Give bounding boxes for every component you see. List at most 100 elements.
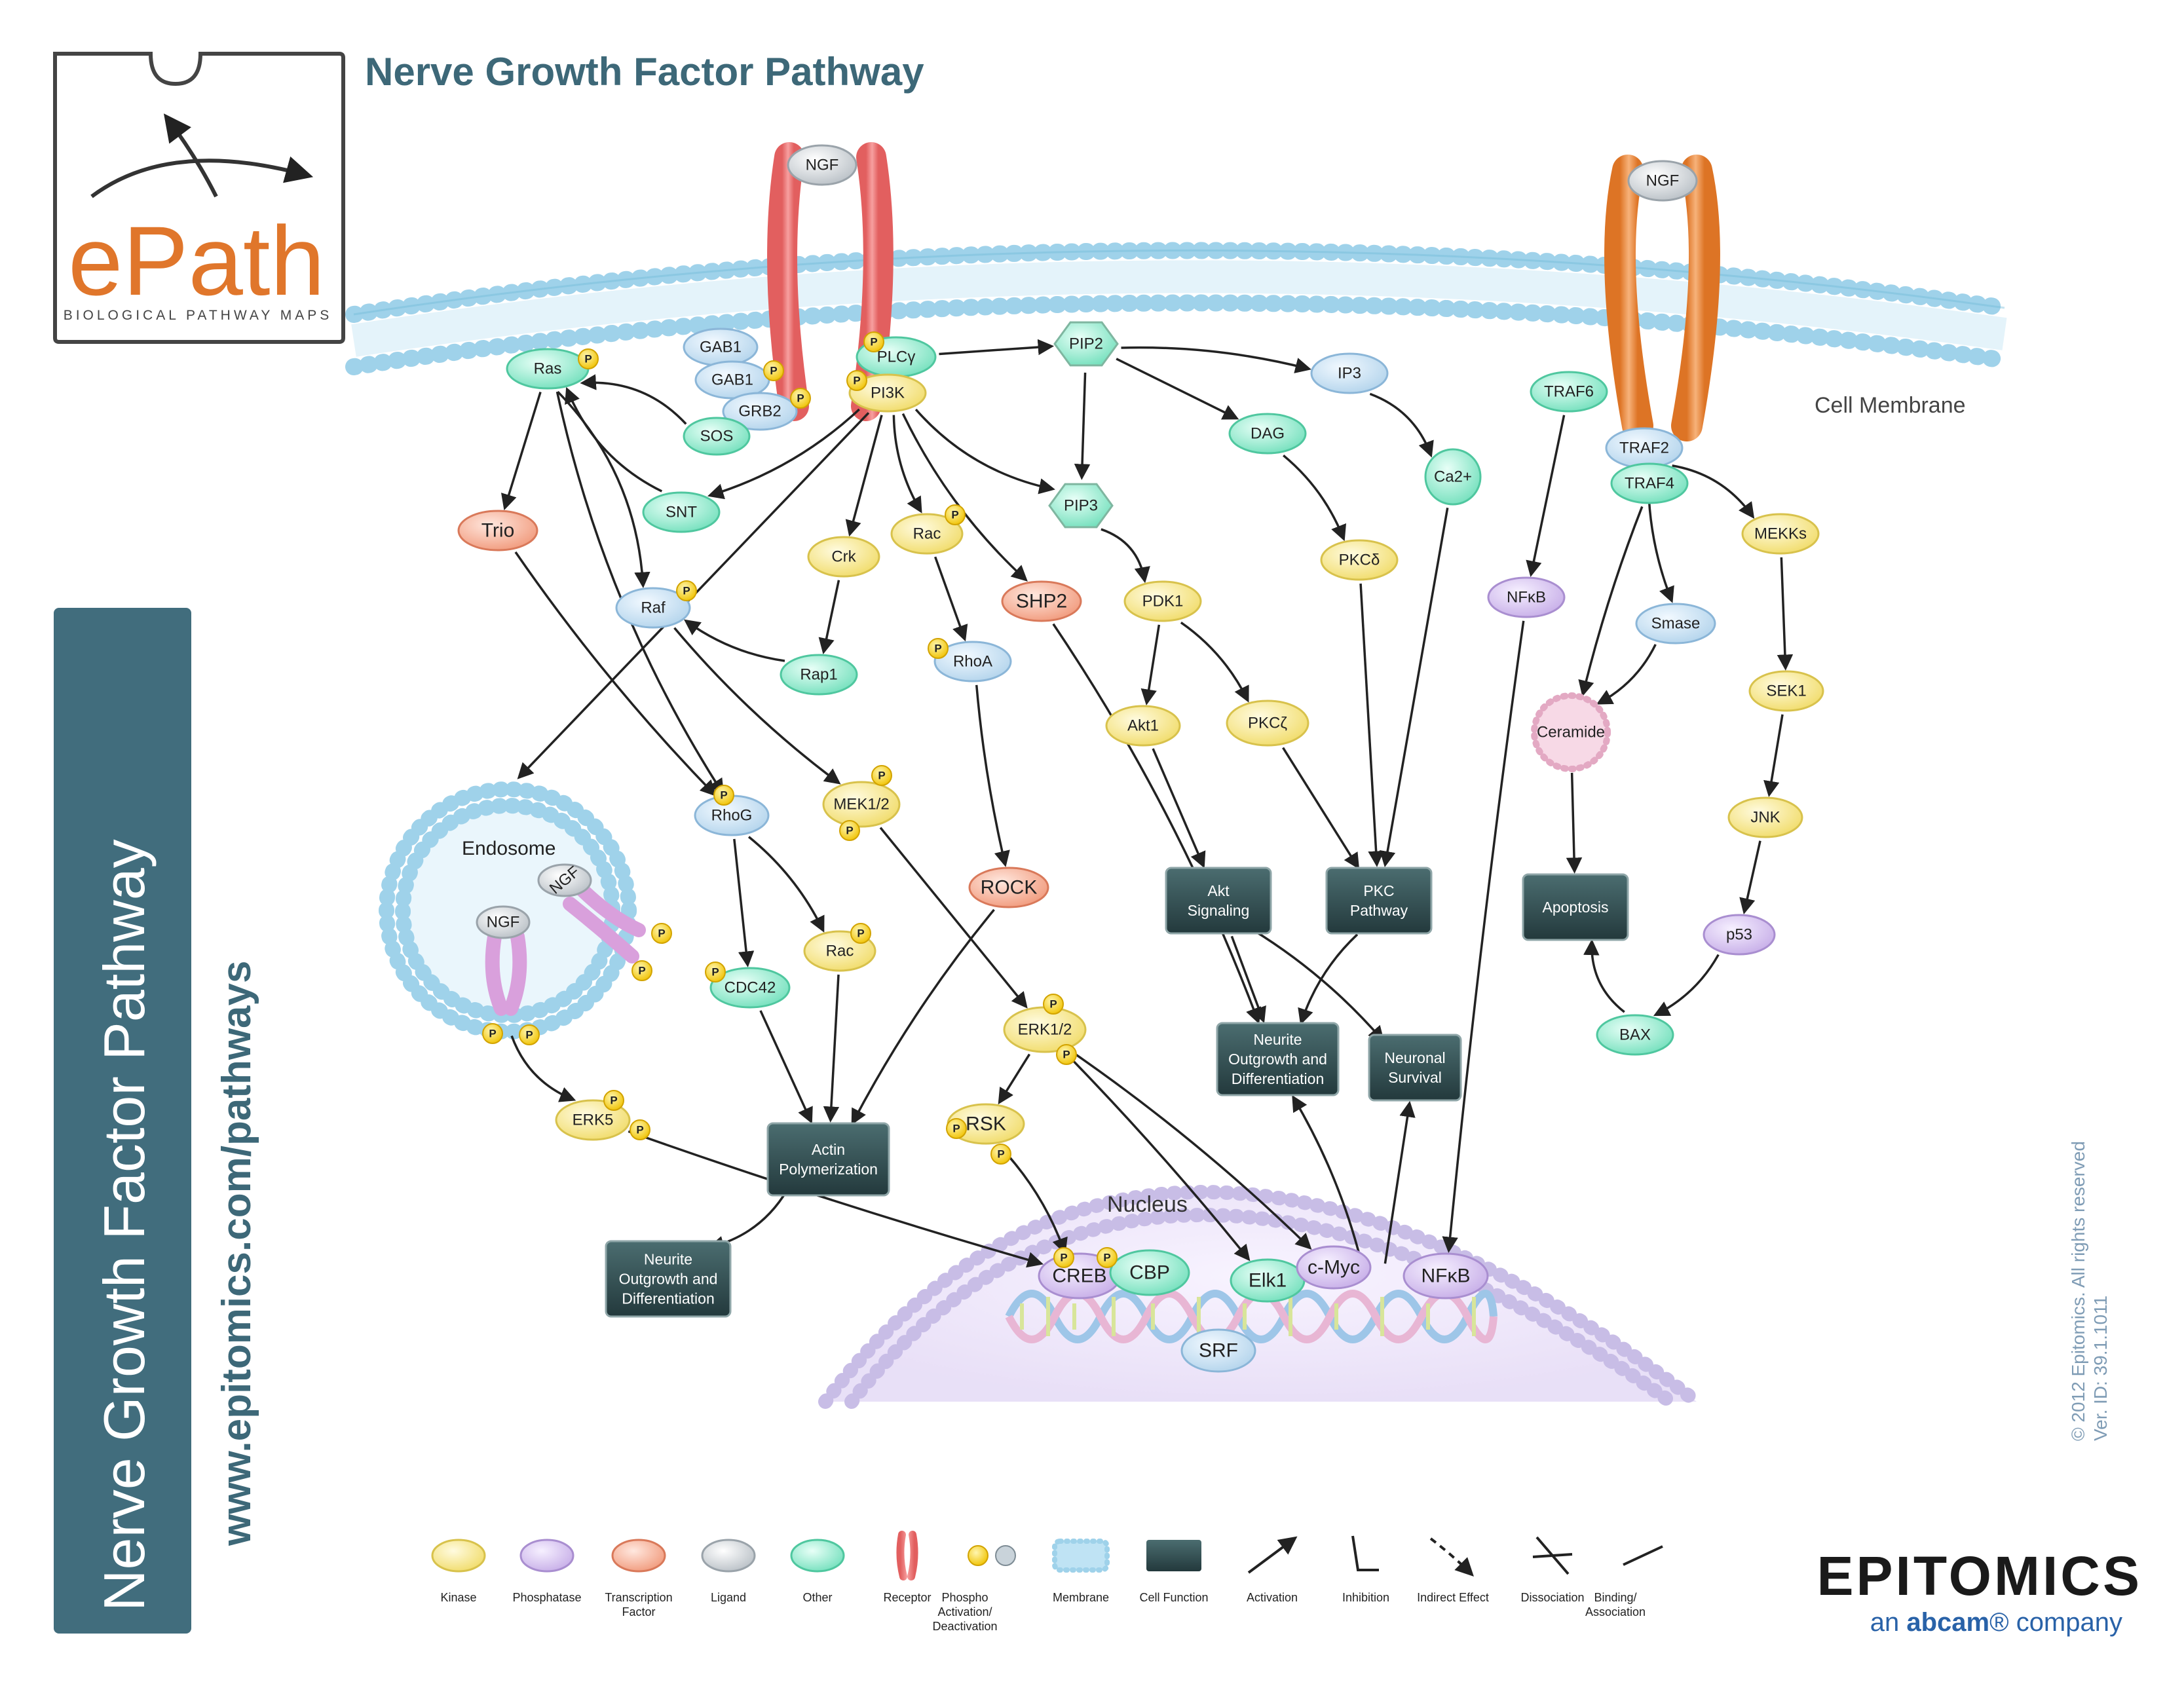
legend-label: Activation/: [937, 1605, 992, 1618]
edge-sos-to-ras: [580, 374, 687, 425]
node-cdc42: CDC42: [709, 967, 791, 1009]
phospho-marker: P: [630, 1119, 650, 1140]
node-label: SEK1: [1766, 682, 1806, 700]
edge-rap1-to-raf: [683, 619, 785, 662]
node-ngf2: NGF: [1627, 160, 1698, 202]
box-label: Polymerization: [779, 1161, 878, 1178]
edge-rhog-to-rac2: [747, 836, 825, 933]
node-label: PIP2: [1069, 335, 1103, 353]
phospho-label: P: [584, 353, 592, 365]
node-label: GAB1: [711, 371, 753, 389]
edge-pi3k-to-crk: [845, 415, 883, 537]
phospho-label: P: [720, 789, 727, 802]
edge-pi3k-to-snt: [707, 408, 860, 500]
phospho-marker: P: [1043, 994, 1064, 1015]
p75-receptor: [1604, 155, 1720, 441]
edge-rac2-to-actin: [823, 974, 840, 1123]
node-sos: SOS: [683, 417, 751, 456]
edge-snt-to-ras: [565, 386, 663, 493]
phospho-label: P: [525, 1029, 533, 1041]
node-label: RSK: [966, 1113, 1006, 1135]
phospho-label: P: [489, 1028, 496, 1040]
node-grb2: GRB2: [722, 392, 798, 431]
cell-membrane: [345, 242, 2013, 375]
node-label: DAG: [1251, 425, 1285, 443]
nucleus-label: Nucleus: [1107, 1192, 1188, 1217]
node-label: Rac: [826, 943, 854, 960]
legend-label: Inhibition: [1342, 1591, 1389, 1604]
edge-ceramide-to-apoptosis: [1566, 772, 1583, 874]
node-cmyc: c-Myc: [1296, 1245, 1372, 1290]
legend-label: Receptor: [883, 1591, 931, 1604]
phospho-label: P: [934, 643, 941, 655]
node-traf4: TRAF4: [1610, 462, 1689, 504]
edge-pdk1-to-akt1: [1140, 624, 1161, 705]
edge-akt_signaling-to-neurite_top: [1230, 935, 1266, 1024]
node-crk: Crk: [807, 536, 880, 578]
edge-pkcz-to-pkc_pathway: [1282, 747, 1360, 870]
node-label: Crk: [831, 548, 856, 566]
node-pdk1: PDK1: [1123, 580, 1202, 622]
edge-crk-to-rap1: [818, 580, 840, 655]
node-ca: Ca2+: [1424, 448, 1482, 506]
node-label: Akt1: [1127, 717, 1159, 735]
node-label: Elk1: [1249, 1270, 1287, 1292]
node-label: BAX: [1619, 1026, 1651, 1044]
node-label: c-Myc: [1308, 1257, 1360, 1279]
phospho-label: P: [1103, 1252, 1110, 1264]
brand-sub: an abcam® company: [1870, 1608, 2122, 1637]
node-p53: p53: [1703, 914, 1776, 956]
edge-ca-to-pkc_pathway: [1380, 507, 1449, 868]
phospho-label: P: [857, 927, 864, 940]
node-shp2: SHP2: [1001, 580, 1082, 622]
phospho-label: P: [997, 1148, 1004, 1161]
edge-ras-to-raf: [557, 390, 650, 589]
dna-helix: [1005, 1290, 1497, 1343]
phospho-label: P: [878, 770, 885, 782]
phospho-label: P: [952, 1123, 960, 1135]
legend-label: Deactivation: [932, 1620, 997, 1633]
node-label: SNT: [666, 504, 697, 521]
node-label: SRF: [1199, 1340, 1238, 1362]
edge-pip3-to-pdk1: [1101, 528, 1150, 584]
box-label: Neurite: [1253, 1031, 1302, 1048]
phospho-marker: P: [790, 388, 811, 409]
copyright-line2: Ver. ID: 39.1.1011: [2090, 1296, 2111, 1441]
legend-item-ligand: Ligand: [701, 1539, 756, 1604]
box-label: Pathway: [1350, 902, 1408, 919]
phospho-label: P: [711, 966, 719, 979]
node-label: GAB1: [700, 339, 742, 356]
phospho-label: P: [1060, 1252, 1067, 1264]
phospho-label: P: [636, 1124, 643, 1136]
node-pi3k: PI3K: [848, 373, 927, 413]
node-label: CBP: [1129, 1262, 1170, 1284]
edge-pip2-to-pip3: [1074, 372, 1091, 480]
phospho-marker: P: [1097, 1247, 1118, 1268]
phospho-label: P: [797, 392, 804, 405]
legend-label: Activation: [1247, 1591, 1298, 1604]
node-srf: SRF: [1180, 1328, 1256, 1373]
phospho-marker: P: [676, 580, 697, 601]
node-pkcd: PKCδ: [1320, 539, 1399, 581]
node-rsk: RSK: [947, 1103, 1025, 1145]
node-ngf_endo2: NGF: [537, 863, 592, 898]
legend-label: Indirect Effect: [1417, 1591, 1489, 1604]
edge-smase-to-ceramide: [1596, 644, 1657, 705]
legend-label: Dissociation: [1520, 1591, 1584, 1604]
legend-item-receptor: Receptor: [883, 1531, 932, 1604]
phospho-marker: P: [578, 348, 599, 369]
node-rac1: Rac: [890, 513, 964, 555]
node-akt1: Akt1: [1105, 705, 1181, 747]
edge-pi3k-to-rac1: [892, 415, 922, 514]
edge-ras-to-trio: [500, 392, 542, 511]
node-rap1: Rap1: [780, 654, 858, 696]
legend-item-binding: Binding/Association: [1585, 1545, 1663, 1618]
legend-item-phosphatase: Phosphatase: [512, 1539, 582, 1604]
phospho-marker: P: [1053, 1247, 1074, 1268]
box-label: Survival: [1388, 1069, 1442, 1086]
node-label: PIP3: [1064, 497, 1098, 515]
box-label: Neuronal: [1384, 1049, 1445, 1066]
sidebar: Nerve Growth Factor Pathway www.epitomic…: [54, 608, 259, 1634]
